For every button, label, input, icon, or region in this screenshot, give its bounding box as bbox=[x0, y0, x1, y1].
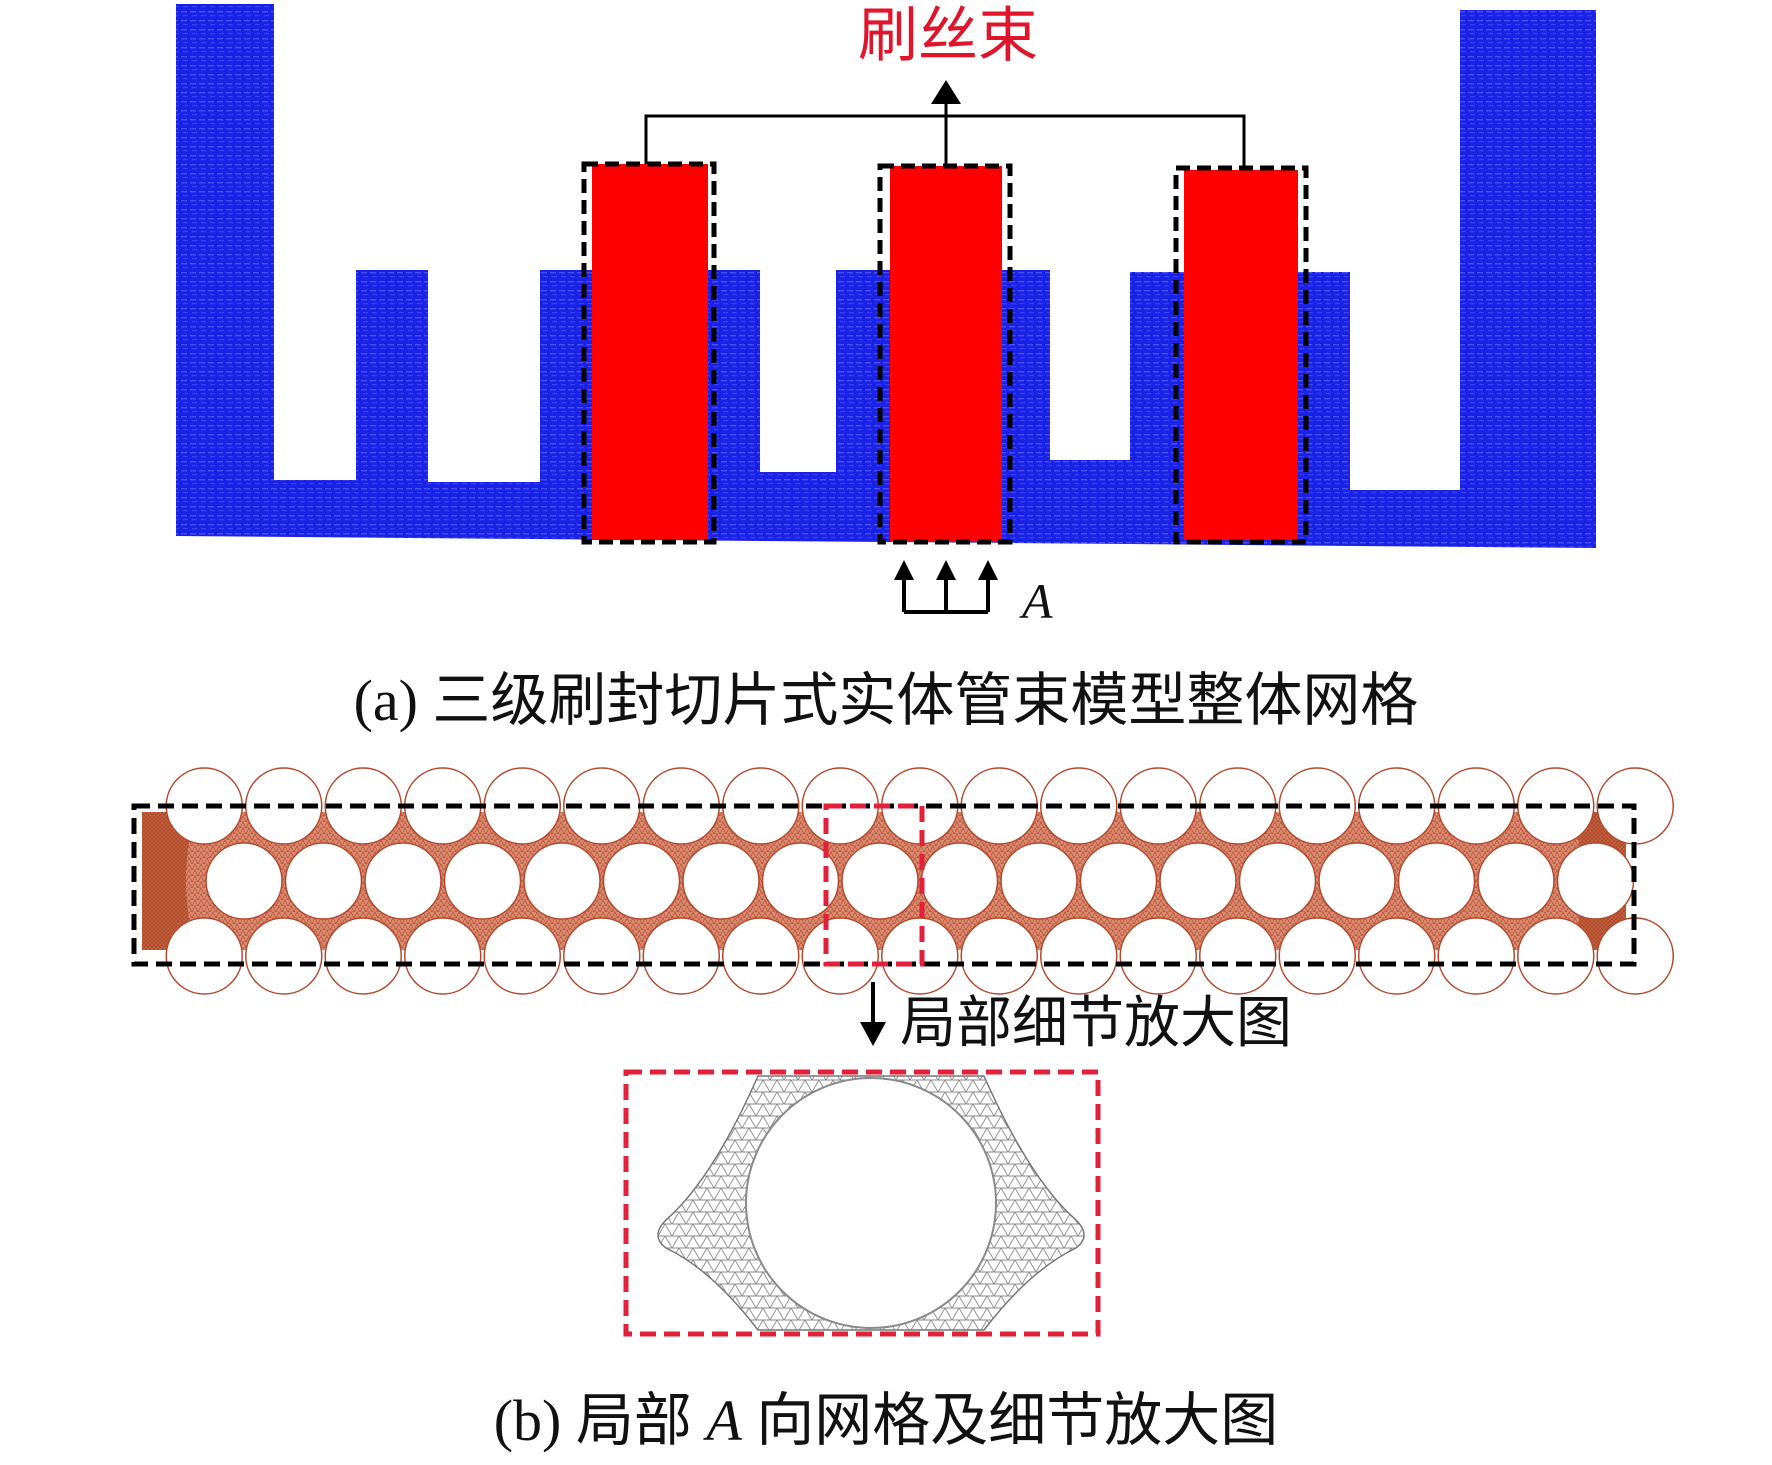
tube-hole bbox=[443, 842, 522, 920]
tube-hole bbox=[602, 842, 681, 920]
bristle-frame-1 bbox=[581, 161, 717, 545]
bristle-pack-3 bbox=[1184, 170, 1298, 540]
caption-a: (a) 三级刷封切片式实体管束模型整体网格 bbox=[354, 668, 1419, 733]
detail-zoom-frame bbox=[623, 1069, 1101, 1337]
tube-hole bbox=[1000, 842, 1078, 920]
direction-a-label: A bbox=[1019, 573, 1053, 629]
tube-hole-edge bbox=[1437, 917, 1515, 995]
tube-hole bbox=[523, 842, 601, 920]
tube-hole-edge bbox=[563, 917, 641, 995]
tube-hole bbox=[205, 842, 283, 920]
panel-a-mesh: 刷丝束 A (a) 三级刷封切片式实体管束模型整体网格 bbox=[176, 1, 1596, 733]
direction-a-arrowheads-icon bbox=[894, 560, 998, 580]
tube-hole-edge bbox=[801, 917, 879, 995]
tube-hole bbox=[841, 842, 919, 920]
detail-tube-hole bbox=[745, 1077, 997, 1329]
tube-hole bbox=[1159, 842, 1237, 920]
tube-hole bbox=[1079, 842, 1158, 920]
tube-hole bbox=[1556, 842, 1635, 920]
caption-b: (b) 局部 A 向网格及细节放大图 bbox=[494, 1388, 1279, 1453]
tube-hole bbox=[1397, 842, 1476, 920]
tube-hole-edge bbox=[1199, 917, 1277, 995]
tube-hole-edge bbox=[165, 917, 243, 995]
tube-hole-edge bbox=[642, 917, 720, 995]
tube-hole-edge bbox=[1517, 917, 1595, 995]
tube-hole-edge bbox=[1278, 917, 1356, 995]
zoom-label: 局部细节放大图 bbox=[900, 993, 1292, 1055]
bristle-pack-label: 刷丝束 bbox=[858, 1, 1038, 71]
bristle-leader-arrow-icon bbox=[931, 80, 961, 104]
panel-b-strip: 局部细节放大图 bbox=[131, 767, 1674, 1055]
bristle-leader-bracket bbox=[644, 96, 1246, 168]
bristle-frame-3 bbox=[1173, 165, 1309, 545]
tube-hole-edge bbox=[1119, 917, 1197, 995]
tube-hole-edge bbox=[722, 917, 800, 995]
tube-hole-edge bbox=[642, 767, 720, 845]
strip-left-end-dense bbox=[142, 812, 196, 950]
bristle-pack-1 bbox=[592, 164, 708, 540]
tube-hole-edge bbox=[1358, 917, 1436, 995]
tube-hole bbox=[920, 842, 999, 920]
tube-hole-edge bbox=[404, 917, 482, 995]
tube-hole bbox=[364, 842, 442, 920]
direction-a-arrows-icon bbox=[902, 568, 990, 614]
tube-hole bbox=[761, 842, 840, 920]
tube-hole bbox=[284, 842, 363, 920]
tube-hole-edge bbox=[960, 917, 1038, 995]
tube-hole-edge bbox=[404, 767, 482, 845]
tube-hole-edge bbox=[1040, 917, 1118, 995]
zoom-region-marker bbox=[823, 803, 925, 967]
tube-hole-edge bbox=[324, 917, 402, 995]
bristle-pack-2 bbox=[890, 166, 1002, 542]
tube-hole bbox=[1238, 842, 1317, 920]
tube-hole-edge bbox=[245, 917, 323, 995]
stator-mesh bbox=[176, 4, 1596, 548]
zoom-arrowhead-icon bbox=[860, 1022, 886, 1046]
tube-hole bbox=[682, 842, 760, 920]
tube-hole bbox=[1318, 842, 1396, 920]
tube-hole bbox=[1477, 842, 1555, 920]
panel-b-detail: (b) 局部 A 向网格及细节放大图 bbox=[494, 1069, 1279, 1453]
tube-hole-edge bbox=[483, 917, 561, 995]
tube-hole-grid bbox=[165, 767, 1674, 995]
